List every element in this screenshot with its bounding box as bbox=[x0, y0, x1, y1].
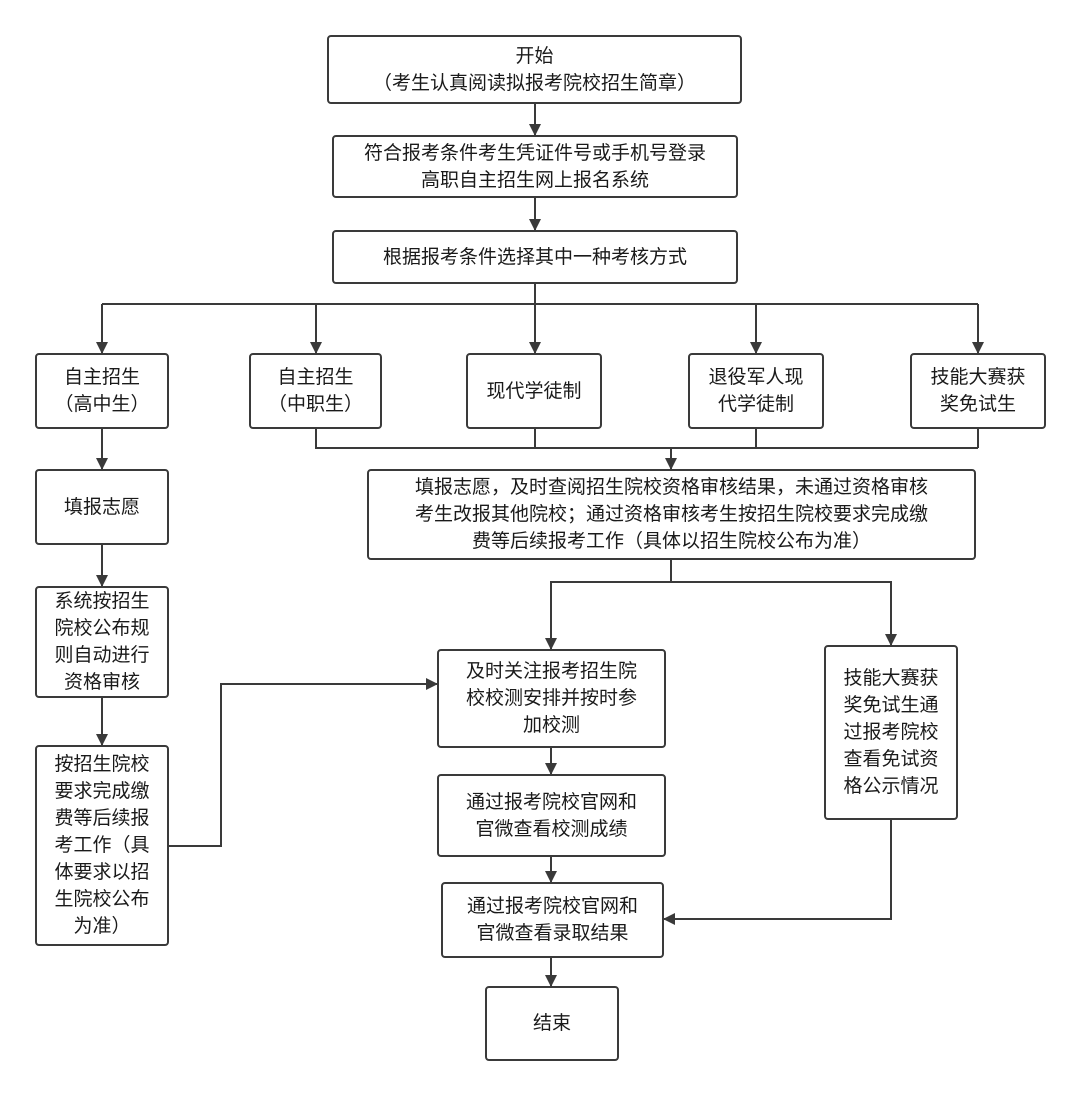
merge-bus bbox=[315, 429, 979, 449]
payment-highschool-node: 按招生院校 要求完成缴 费等后续报 考工作（具 体要求以招 生院校公布 为准） bbox=[35, 745, 169, 946]
check-result-node: 通过报考院校官网和 官微查看录取结果 bbox=[441, 882, 664, 958]
skill-exempt-public-node: 技能大赛获 奖免试生通 过报考院校 查看免试资 格公示情况 bbox=[824, 645, 958, 820]
school-test-node: 及时关注报考招生院 校校测安排并按时参 加校测 bbox=[437, 649, 666, 748]
auto-review-node: 系统按招生 院校公布规 则自动进行 资格审核 bbox=[35, 586, 169, 698]
edge-skill-result bbox=[663, 820, 892, 925]
fill-wish-highschool-node: 填报志愿 bbox=[35, 469, 169, 545]
edge-pay-test bbox=[168, 678, 438, 847]
end-node: 结束 bbox=[485, 986, 619, 1061]
login-node: 符合报考条件考生凭证件号或手机号登录 高职自主招生网上报名系统 bbox=[332, 135, 738, 198]
route-apprenticeship-node: 现代学徒制 bbox=[466, 353, 602, 429]
route-vocational-node: 自主招生 （中职生） bbox=[249, 353, 382, 429]
fill-wish-common-node: 填报志愿，及时查阅招生院校资格审核结果，未通过资格审核 考生改报其他院校；通过资… bbox=[367, 469, 976, 560]
check-score-node: 通过报考院校官网和 官微查看校测成绩 bbox=[437, 774, 666, 857]
route-veteran-node: 退役军人现 代学徒制 bbox=[688, 353, 824, 429]
edge-fill-split bbox=[550, 560, 891, 649]
start-node: 开始 （考生认真阅读拟报考院校招生简章） bbox=[327, 35, 742, 104]
route-skill-node: 技能大赛获 奖免试生 bbox=[910, 353, 1046, 429]
choose-method-node: 根据报考条件选择其中一种考核方式 bbox=[332, 230, 738, 284]
route-highschool-node: 自主招生 （高中生） bbox=[35, 353, 169, 429]
